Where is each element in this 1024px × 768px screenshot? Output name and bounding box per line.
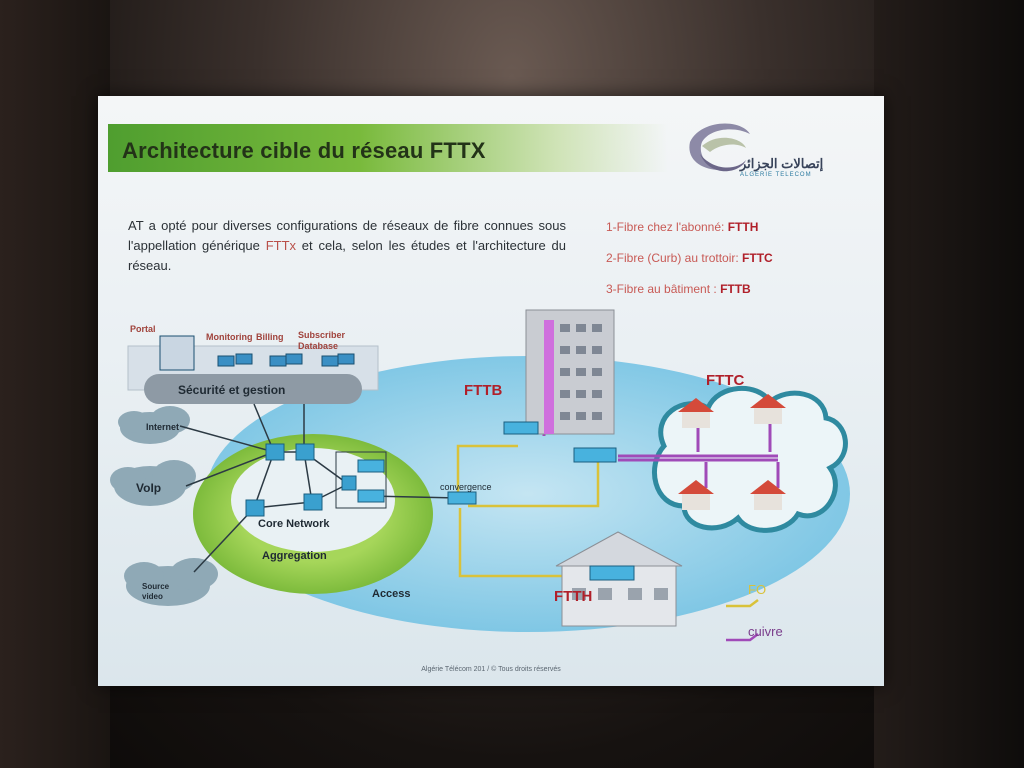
- fttx-types-list: 1-Fibre chez l'abonné: FTTH 2-Fibre (Cur…: [606, 220, 773, 313]
- subscriber-database-label: Subscriber Database: [298, 330, 346, 351]
- projected-slide: Architecture cible du réseau FTTX إتصالا…: [98, 96, 884, 686]
- portal-label: Portal: [130, 324, 156, 334]
- slide-footer: Algérie Télécom 201 / © Tous droits rése…: [421, 666, 561, 673]
- voip-cloud: [110, 460, 196, 506]
- logo-arabic-text: إتصالات الجزائر: [740, 156, 824, 171]
- core-network-label: Core Network: [258, 518, 330, 530]
- aggregation-box: [335, 451, 387, 509]
- legend-copper-label: cuivre: [748, 624, 783, 639]
- intro-paragraph: AT a opté pour diverses configurations d…: [128, 216, 566, 276]
- intro-text-start: AT a opté pour diverses configurations d…: [128, 218, 566, 253]
- fttb-building: [503, 309, 615, 435]
- security-bar: [144, 374, 362, 404]
- fttc-switch: [573, 447, 617, 463]
- voip-label: VoIp: [136, 481, 162, 495]
- intro-text-end: et cela, selon les études et l'architect…: [128, 238, 566, 273]
- intro-highlight: FTTx: [265, 238, 297, 253]
- fttx-type-item: 1-Fibre chez l'abonné: FTTH: [606, 220, 773, 251]
- fibre-lines: [456, 444, 600, 578]
- internet-cloud: [118, 406, 190, 444]
- ftth-house: [555, 531, 683, 627]
- fttx-type-label: 3-Fibre au bâtiment :: [606, 282, 721, 296]
- fttx-type-item: 3-Fibre au bâtiment : FTTB: [606, 282, 773, 313]
- source-video-cloud: [124, 558, 218, 606]
- fttx-type-code: FTTC: [742, 251, 773, 265]
- fttx-type-label: 1-Fibre chez l'abonné:: [606, 220, 728, 234]
- fttb-label: FTTB: [464, 382, 503, 399]
- source-video-label: Source video: [142, 582, 170, 601]
- convergence-label: convergence: [440, 482, 492, 492]
- ftth-label: FTTH: [554, 588, 593, 605]
- network-diagram: [110, 309, 850, 642]
- security-label: Sécurité et gestion: [178, 383, 286, 397]
- fttc-label: FTTC: [706, 372, 745, 389]
- algerie-telecom-logo-icon: [689, 123, 750, 172]
- slide-title: Architecture cible du réseau FTTX: [122, 138, 486, 163]
- legend-copper-line: [726, 633, 759, 642]
- logo-latin-text: ALGERIE TELECOM: [740, 172, 812, 178]
- aggregation-label: Aggregation: [262, 550, 327, 562]
- background-left-shadow: [0, 0, 110, 768]
- aggregation-switches: [357, 459, 385, 503]
- fttx-type-label: 2-Fibre (Curb) au trottoir:: [606, 251, 743, 265]
- access-label: Access: [372, 588, 411, 600]
- legend-fo-label: FO: [748, 582, 767, 597]
- convergence-switch: [447, 491, 477, 505]
- title-bar: [108, 124, 668, 172]
- internet-label: Internet: [146, 422, 180, 432]
- service-servers: [159, 335, 355, 371]
- fttx-type-code: FTTH: [727, 220, 759, 234]
- fttx-type-item: 2-Fibre (Curb) au trottoir: FTTC: [606, 251, 773, 282]
- core-switches: [245, 443, 357, 517]
- fttx-type-code: FTTB: [720, 282, 751, 296]
- billing-label: Billing: [256, 332, 284, 342]
- fttc-houses: [678, 394, 786, 510]
- background-right-shadow: [874, 0, 1024, 768]
- legend-fo-line: [726, 599, 759, 608]
- monitoring-label: Monitoring: [206, 332, 253, 342]
